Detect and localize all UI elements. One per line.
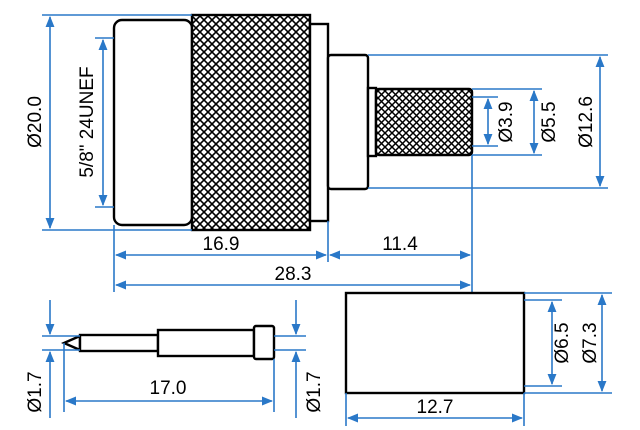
body-neck	[326, 53, 370, 191]
ferrule-tube	[344, 291, 526, 395]
front-nut	[112, 18, 194, 227]
pin-shaft	[78, 333, 160, 353]
crimp-length-label: 11.4	[382, 234, 418, 255]
ferrule	[344, 291, 526, 395]
connector-body	[112, 13, 474, 232]
rear-collar	[308, 22, 330, 223]
pin-tip	[61, 334, 82, 352]
ferrule-outer-label: Ø7.3	[580, 322, 601, 363]
dim-pin: Ø1.7 17.0 Ø1.7	[25, 300, 325, 418]
crimp-outer-label: Ø12.6	[576, 96, 597, 148]
body-diameter-label: Ø20.0	[25, 96, 46, 148]
ferrule-inner-label: Ø6.5	[552, 322, 573, 363]
pin-barrel	[156, 328, 256, 358]
pin-tip-label: Ø1.7	[25, 371, 46, 412]
dim-crimp-outer: Ø12.6	[368, 54, 608, 189]
body-length-label: 16.9	[203, 234, 240, 255]
dim-crimp-inner: Ø5.5	[472, 88, 560, 156]
dim-lengths: 16.9 11.4 28.3	[113, 155, 473, 292]
total-length-label: 28.3	[275, 264, 312, 285]
pin-flange	[252, 324, 276, 361]
crimp-knurl	[374, 87, 474, 157]
thread-label: 5/8" 24UNEF	[77, 66, 98, 177]
dim-body-diameter: Ø20.0	[25, 14, 192, 231]
center-pin	[61, 324, 276, 361]
pin-rear-label: Ø1.7	[304, 371, 325, 412]
dim-thread: 5/8" 24UNEF	[77, 37, 114, 208]
dim-pin-hole: Ø3.9	[472, 96, 517, 147]
pin-hole-label: Ø3.9	[496, 101, 517, 142]
dim-ferrule: Ø6.5 Ø7.3 12.7	[345, 292, 612, 426]
knurled-sleeve	[190, 13, 312, 232]
crimp-inner-label: Ø5.5	[539, 101, 560, 142]
pin-length-label: 17.0	[150, 378, 187, 399]
ferrule-length-label: 12.7	[417, 397, 454, 418]
